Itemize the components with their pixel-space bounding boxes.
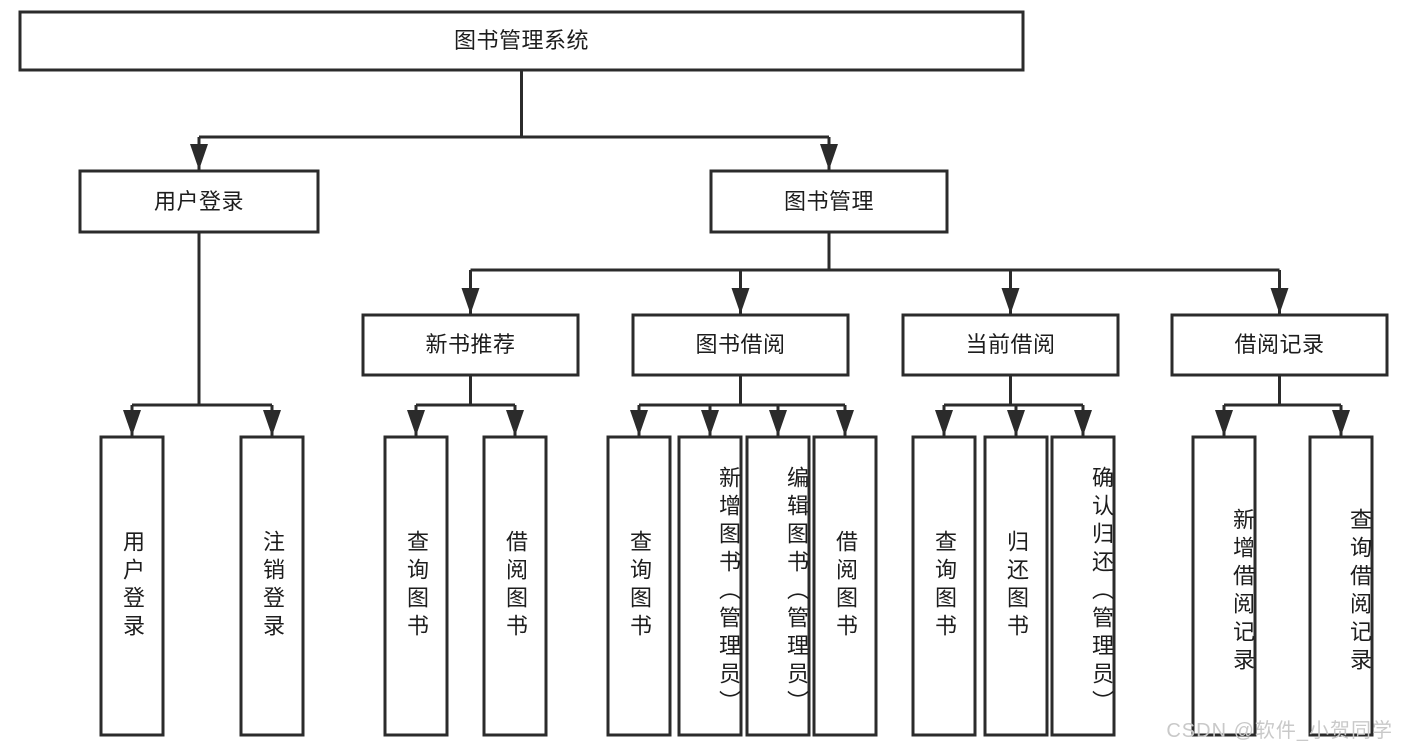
arrow-head-icon [407, 410, 425, 436]
node-box-leaf-logout[interactable] [239, 435, 305, 737]
arrow-head-icon [630, 410, 648, 436]
node-box-root[interactable] [18, 10, 1025, 72]
arrow-head-icon [1007, 410, 1025, 436]
node-box-book-manage[interactable] [709, 169, 949, 234]
arrow-head-icon [1215, 410, 1233, 436]
node-box-leaf-query-book-1[interactable] [383, 435, 449, 737]
node-box-leaf-query-book-2[interactable] [606, 435, 672, 737]
arrow-head-icon [769, 410, 787, 436]
node-box-user-login[interactable] [78, 169, 320, 234]
node-box-book-borrow[interactable] [631, 313, 850, 377]
watermark: CSDN @软件_小贺同学 [1166, 720, 1393, 742]
arrow-head-icon [935, 410, 953, 436]
node-box-new-book-recommend[interactable] [361, 313, 580, 377]
arrow-head-icon [123, 410, 141, 436]
arrow-head-icon [461, 288, 480, 314]
node-box-leaf-query-book-3[interactable] [911, 435, 977, 737]
arrow-head-icon [1001, 288, 1020, 314]
arrow-head-icon [506, 410, 524, 436]
node-box-leaf-return-book[interactable] [983, 435, 1049, 737]
node-box-leaf-borrow-book-2[interactable] [812, 435, 878, 737]
arrow-head-icon [190, 144, 208, 170]
boxes-layer [18, 10, 1389, 737]
node-box-leaf-add-book-admin[interactable] [677, 435, 743, 737]
arrow-head-icon [1074, 410, 1092, 436]
arrow-head-icon [820, 144, 838, 170]
arrow-head-icon [731, 288, 750, 314]
arrow-head-icon [836, 410, 854, 436]
node-box-current-borrow[interactable] [901, 313, 1120, 377]
arrow-head-icon [1270, 288, 1289, 314]
node-box-leaf-user-login[interactable] [99, 435, 165, 737]
node-box-leaf-edit-book-admin[interactable] [745, 435, 811, 737]
node-box-leaf-query-borrow-record[interactable] [1308, 435, 1374, 737]
edges-layer [123, 70, 1350, 436]
node-box-leaf-confirm-return-admin[interactable] [1050, 435, 1116, 737]
arrow-head-icon [1332, 410, 1350, 436]
node-box-leaf-borrow-book-1[interactable] [482, 435, 548, 737]
arrow-head-icon [701, 410, 719, 436]
arrow-head-icon [263, 410, 281, 436]
node-box-borrow-record[interactable] [1170, 313, 1389, 377]
node-box-leaf-add-borrow-record[interactable] [1191, 435, 1257, 737]
